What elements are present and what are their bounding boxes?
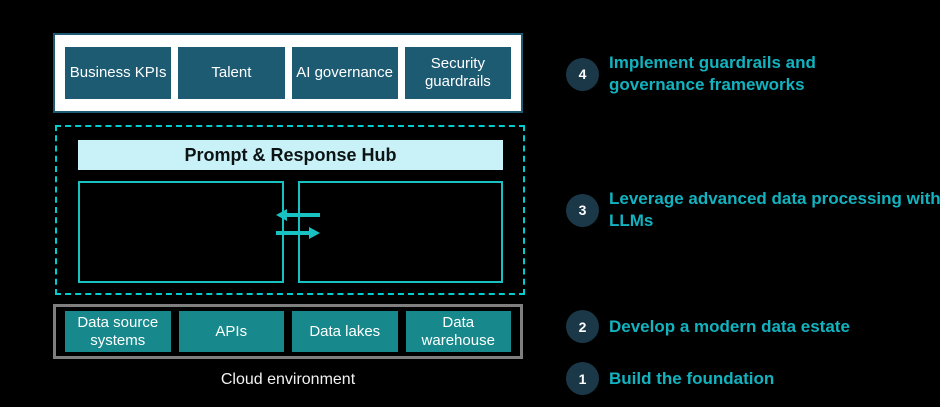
step-4: 4 Implement guardrails and governance fr… <box>566 52 861 96</box>
cell-data-source-systems: Data source systems <box>65 311 171 352</box>
pillar-label: AI governance <box>296 64 393 81</box>
step-3-badge: 3 <box>566 193 599 227</box>
hub-box-left <box>78 181 284 283</box>
data-flow-arrows <box>276 209 320 239</box>
cell-label: Data lakes <box>309 322 381 340</box>
pillar-label: Business KPIs <box>69 64 167 81</box>
cell-apis: APIs <box>178 311 284 352</box>
data-foundation-band: Data source systems APIs Data lakes Data… <box>53 304 523 359</box>
cell-label: Data warehouse <box>421 313 495 349</box>
cell-label: Data source systems <box>77 313 159 349</box>
step-3: 3 Leverage advanced data processing with… <box>566 188 940 232</box>
step-3-label: Leverage advanced data processing with L… <box>609 189 940 230</box>
strategy-band: Business KPIs Talent AI governance Secur… <box>53 33 523 113</box>
step-1: 1 Build the foundation <box>566 362 940 395</box>
pillar-label: Talent <box>211 64 252 81</box>
step-1-badge: 1 <box>566 362 599 395</box>
cell-data-warehouse: Data warehouse <box>405 311 511 352</box>
step-2-badge: 2 <box>566 310 599 343</box>
pillar-talent: Talent <box>178 47 285 99</box>
hub-box-right <box>297 181 503 283</box>
prompt-response-hub: Prompt & Response Hub <box>78 140 503 170</box>
pillar-business-kpis: Business KPIs <box>65 47 172 99</box>
arrow-left-icon <box>276 209 320 221</box>
cell-label: APIs <box>215 322 248 340</box>
step-4-badge: 4 <box>566 57 599 91</box>
pillar-label: Security guardrails <box>424 55 491 90</box>
step-4-label: Implement guardrails and governance fram… <box>609 53 816 94</box>
hub-title: Prompt & Response Hub <box>184 144 397 165</box>
cell-data-lakes: Data lakes <box>292 311 398 352</box>
llm-processing-zone: Prompt & Response Hub <box>55 125 525 295</box>
step-2-label: Develop a modern data estate <box>609 316 850 336</box>
pillar-security-guardrails: Security guardrails <box>404 47 511 99</box>
cloud-environment-caption: Cloud environment <box>220 371 356 388</box>
arrow-right-icon <box>276 227 320 239</box>
pillar-ai-governance: AI governance <box>291 47 398 99</box>
step-1-label: Build the foundation <box>609 368 775 388</box>
step-2: 2 Develop a modern data estate <box>566 310 940 343</box>
